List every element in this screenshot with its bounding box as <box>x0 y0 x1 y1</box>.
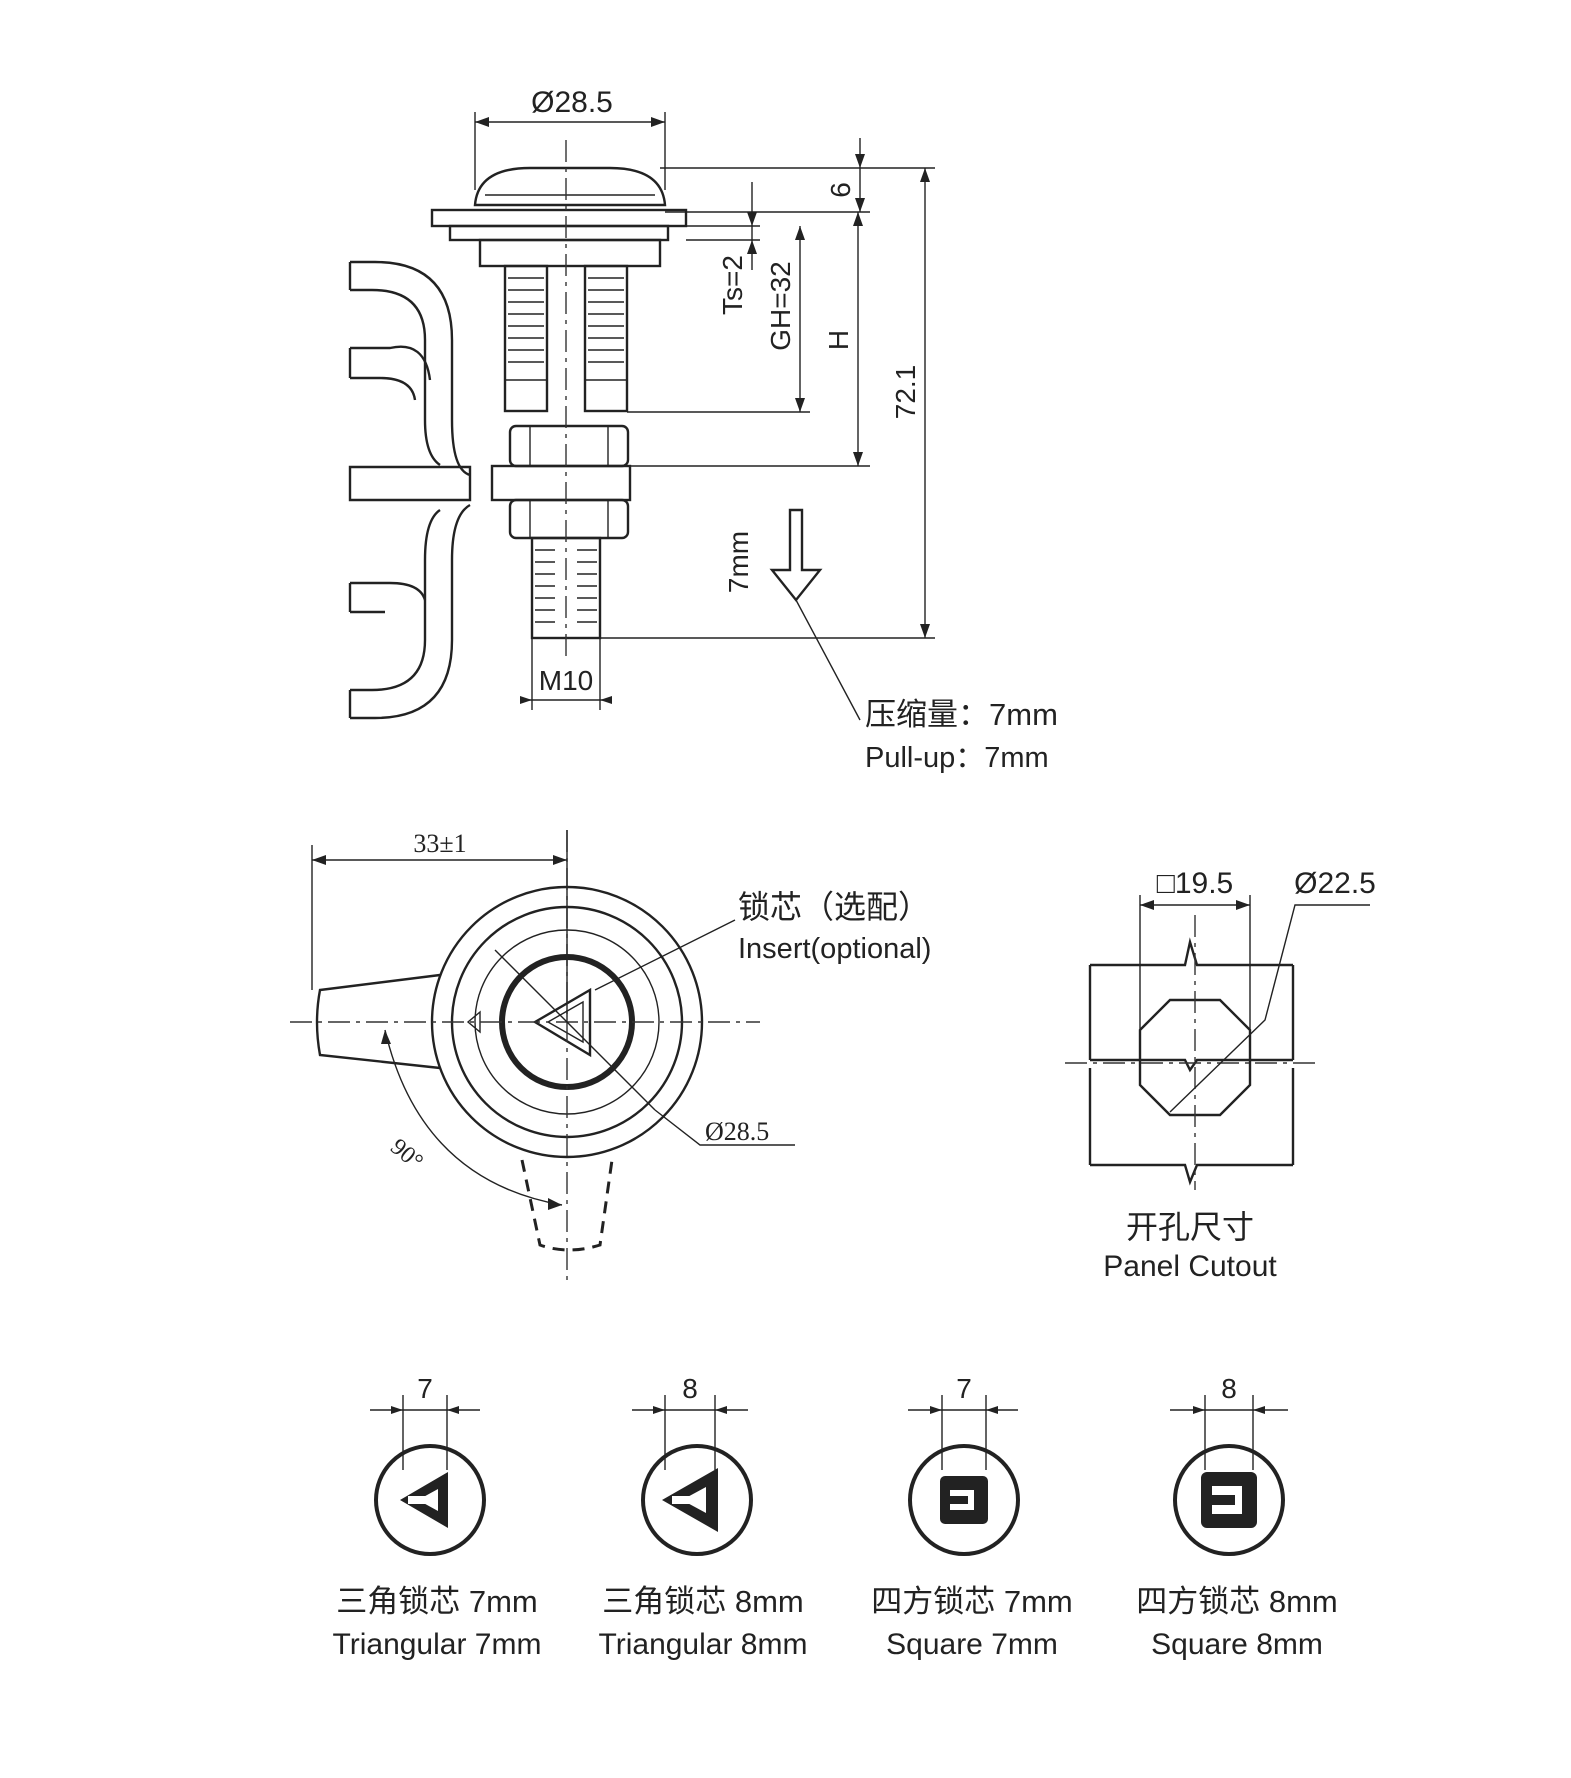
cutout-title-cn: 开孔尺寸 <box>1126 1209 1254 1245</box>
side-view: Ø28.5 6 Ts=2 GH=32 H 72.1 7mm <box>348 86 1058 774</box>
dim-total-label: 72.1 <box>890 365 921 420</box>
pullup-cn: 压缩量：7mm <box>865 697 1058 732</box>
dim-h-label: H <box>823 330 854 350</box>
insert-label-cn: 四方锁芯 7mm <box>871 1584 1073 1619</box>
dim-stroke-label: 7mm <box>723 531 754 593</box>
knob-head <box>430 166 688 268</box>
insert-size: 8 <box>1221 1373 1237 1404</box>
insert-label-en: Square 8mm <box>1151 1628 1323 1661</box>
insert-options: 7 三角锁芯 7mm Triangular 7mm 8 三角锁芯 8mm Tri… <box>333 1373 1338 1661</box>
stroke-arrow: 7mm <box>723 508 823 602</box>
insert-triangular-7: 7 三角锁芯 7mm Triangular 7mm <box>333 1373 542 1661</box>
insert-size: 8 <box>682 1373 698 1404</box>
insert-size: 7 <box>956 1373 972 1404</box>
insert-label-cn: 四方锁芯 8mm <box>1136 1584 1338 1619</box>
dim-gh-label: GH=32 <box>765 261 796 351</box>
thread-label: M10 <box>539 665 593 696</box>
insert-label-cn: 三角锁芯 7mm <box>336 1584 538 1619</box>
insert-en: Insert(optional) <box>738 933 931 965</box>
dim-6-label: 6 <box>825 182 856 198</box>
insert-label-en: Triangular 8mm <box>599 1628 808 1661</box>
insert-square-7: 7 四方锁芯 7mm Square 7mm <box>871 1373 1073 1661</box>
nut-stack <box>490 424 632 540</box>
cutout-square-label: □19.5 <box>1157 867 1234 900</box>
insert-square-8: 8 四方锁芯 8mm Square 8mm <box>1136 1373 1338 1661</box>
bracket <box>348 260 472 720</box>
dim-diameter-top: Ø28.5 <box>474 86 666 190</box>
insert-size: 7 <box>417 1373 433 1404</box>
cutout-title-en: Panel Cutout <box>1103 1250 1277 1283</box>
pullup-en: Pull-up：7mm <box>865 742 1049 774</box>
panel-cutout: □19.5 Ø22.5 开孔尺寸 Panel Cutout <box>1065 867 1376 1283</box>
front-view: 33±1 锁芯（选配） Insert(optional) Ø28.5 90° <box>290 829 931 1285</box>
dim-width-label: 33±1 <box>413 829 466 858</box>
angle-label: 90° <box>385 1134 427 1176</box>
dim-ts-label: Ts=2 <box>717 255 748 315</box>
dim-diameter-label: Ø28.5 <box>531 86 613 119</box>
insert-triangular-8: 8 三角锁芯 8mm Triangular 8mm <box>599 1373 808 1661</box>
dim-front-diameter: Ø28.5 <box>705 1117 769 1146</box>
insert-cn: 锁芯（选配） <box>738 889 930 925</box>
insert-label-en: Square 7mm <box>886 1628 1058 1661</box>
insert-label-cn: 三角锁芯 8mm <box>602 1584 804 1619</box>
insert-label-en: Triangular 7mm <box>333 1628 542 1661</box>
cutout-diameter-label: Ø22.5 <box>1294 867 1376 900</box>
threaded-shank <box>503 264 629 413</box>
